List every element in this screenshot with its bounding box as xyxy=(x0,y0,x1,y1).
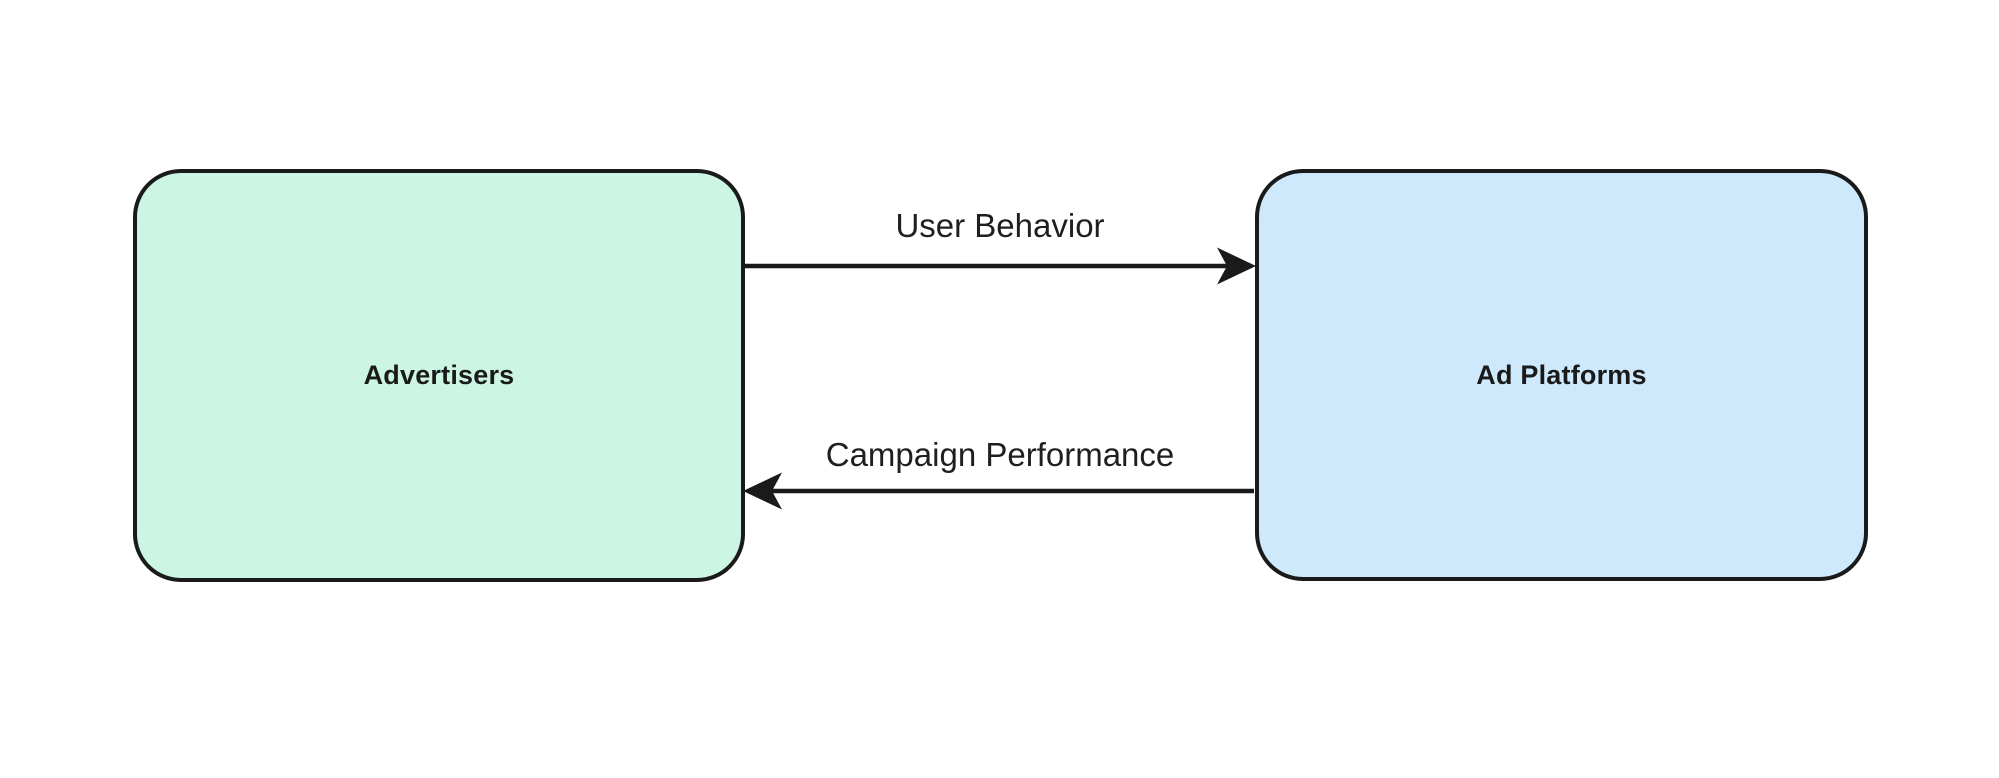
edge-user-behavior xyxy=(745,247,1256,285)
arrowhead-right-icon xyxy=(1217,247,1256,285)
node-advertisers-label: Advertisers xyxy=(363,360,515,390)
edge-label-campaign-performance: Campaign Performance xyxy=(819,436,1181,474)
node-advertisers: Advertisers xyxy=(133,169,745,582)
edge-label-user-behavior: User Behavior xyxy=(889,207,1111,245)
arrowhead-left-icon xyxy=(743,472,782,510)
node-ad-platforms: Ad Platforms xyxy=(1255,169,1868,581)
edge-campaign-performance xyxy=(743,472,1254,510)
node-ad-platforms-label: Ad Platforms xyxy=(1476,359,1647,390)
